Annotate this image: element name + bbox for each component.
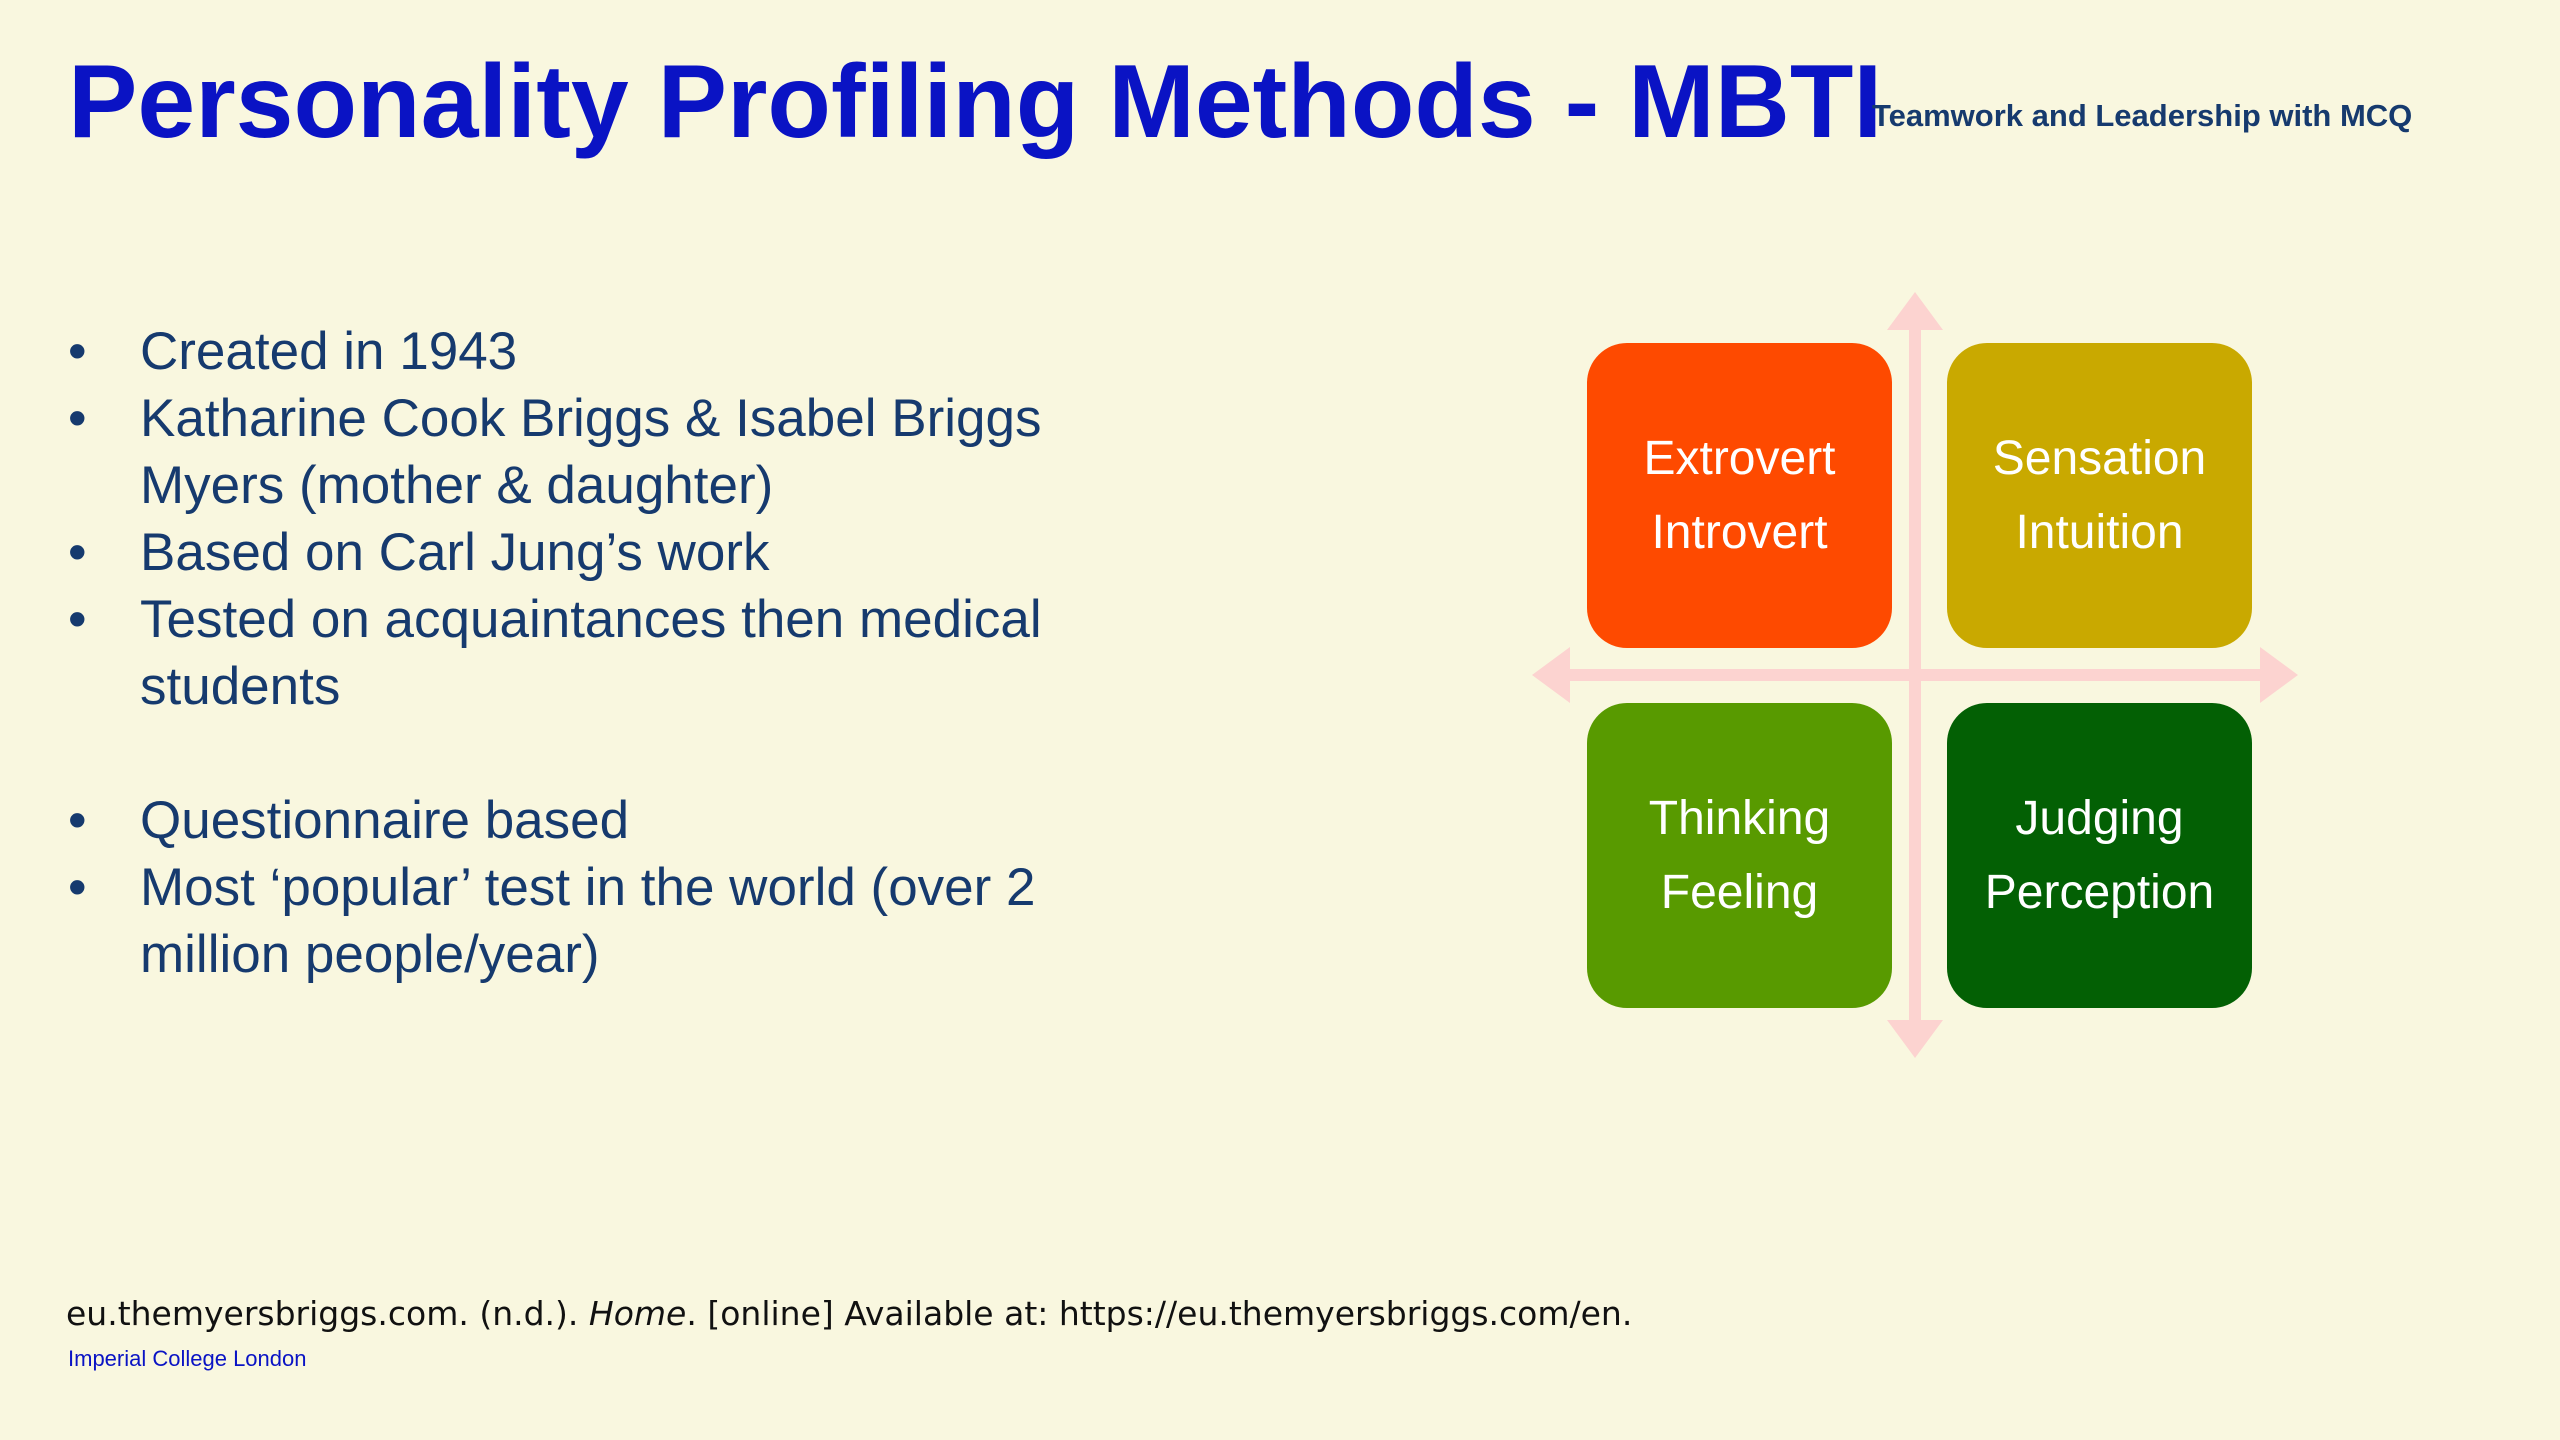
horizontal-axis-line <box>1550 669 2280 681</box>
bullet-item: Based on Carl Jung’s work <box>68 519 1128 586</box>
arrow-down-head <box>1887 1020 1943 1058</box>
quadrant-sensation-intuition: Sensation Intuition <box>1947 343 2252 648</box>
arrow-left-head <box>1532 647 1570 703</box>
arrow-up-head <box>1887 292 1943 330</box>
reference-text: eu.themyersbriggs.com. (n.d.). <box>66 1294 589 1333</box>
quadrant-label: Introvert <box>1651 505 1828 559</box>
bullet-list: Created in 1943 Katharine Cook Briggs & … <box>68 318 1128 988</box>
reference-title: Home <box>588 1294 687 1333</box>
bullet-item: Created in 1943 <box>68 318 1128 385</box>
quadrant-label: Sensation <box>1992 431 2207 485</box>
mbti-quadrant-diagram: Extrovert Introvert Sensation Intuition … <box>1530 290 2300 1060</box>
quadrant-label: Extrovert <box>1643 431 1836 485</box>
quadrant-label: Intuition <box>2015 505 2184 559</box>
quadrant-extrovert-introvert: Extrovert Introvert <box>1587 343 1892 648</box>
quadrant-thinking-feeling: Thinking Feeling <box>1587 703 1892 1008</box>
arrow-right-head <box>2260 647 2298 703</box>
bullet-item: Questionnaire based <box>68 787 1128 854</box>
course-label: Teamwork and Leadership with MCQ <box>1872 98 2413 133</box>
bullet-item: Tested on acquaintances then medical stu… <box>68 586 1128 720</box>
slide-title: Personality Profiling Methods - MBTI <box>68 44 1883 160</box>
quadrant-label: Perception <box>1984 865 2215 919</box>
reference-citation: eu.themyersbriggs.com. (n.d.). Home. [on… <box>66 1294 1632 1333</box>
quadrant-label: Thinking <box>1648 791 1831 845</box>
axis-arrows <box>1532 292 2298 1058</box>
institution-label: Imperial College London <box>68 1346 307 1371</box>
quadrant-label: Feeling <box>1660 865 1819 919</box>
quadrant-label: Judging <box>2015 791 2184 845</box>
bullet-item: Most ‘popular’ test in the world (over 2… <box>68 854 1128 988</box>
bullet-item: Katharine Cook Briggs & Isabel Briggs My… <box>68 385 1128 519</box>
reference-text: . [online] Available at: https://eu.them… <box>686 1294 1633 1333</box>
quadrant-judging-perception: Judging Perception <box>1947 703 2252 1008</box>
